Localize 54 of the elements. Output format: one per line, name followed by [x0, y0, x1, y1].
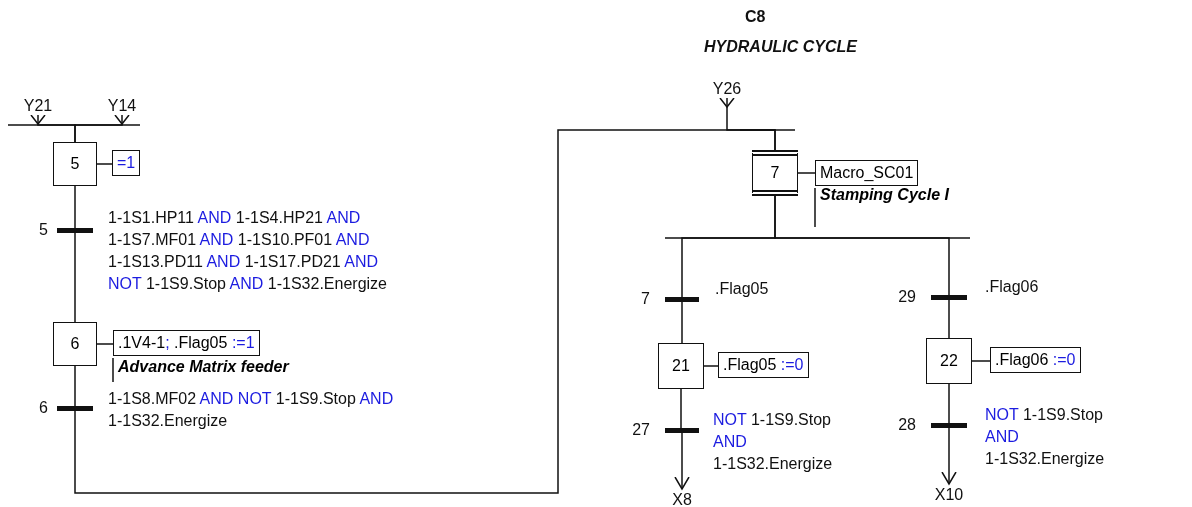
title: C8 [745, 7, 766, 27]
action-box: .Flag05 :=0 [718, 352, 809, 378]
transition-condition: .Flag05 [715, 279, 770, 299]
connector-label: X8 [662, 489, 702, 507]
transition-bar [57, 406, 93, 411]
connector-line [681, 301, 683, 344]
connector-label: X10 [929, 484, 969, 504]
transition-bar [665, 428, 699, 433]
connector-label: Y21 [18, 95, 58, 115]
connector-line [96, 163, 113, 165]
transition-number: 7 [640, 289, 650, 309]
connector-label: Y26 [707, 78, 747, 98]
connector-label: Y14 [102, 95, 142, 115]
transition-condition: .Flag06 [985, 277, 1040, 297]
transition-number: 6 [38, 398, 48, 418]
action-box: .Flag06 :=0 [990, 347, 1081, 373]
transition-bar [931, 295, 967, 300]
step-box: 6 [53, 322, 97, 366]
transition-condition: NOT 1-1S9.Stop AND 1-1S32.Energize [713, 410, 834, 474]
connector-line [948, 299, 950, 339]
transition-condition: NOT 1-1S9.Stop AND 1-1S32.Energize [985, 405, 1106, 469]
arrow [941, 427, 957, 485]
transition-condition: 1-1S1.HP11 AND 1-1S4.HP21 AND 1-1S7.MF01 AND 1-1S10.PF01 AND 1-1S13.PD11 AND 1-1S17.PD21 AND NOT 1-1S9.Stop AND 1-1S32.Energize [108, 208, 388, 294]
connector-line [74, 232, 76, 323]
connector-line [703, 365, 719, 367]
connector-line [797, 172, 816, 174]
action-box: Macro_SC01 [815, 160, 919, 186]
step-box: 5 [53, 142, 97, 186]
arrow [674, 432, 690, 490]
heading: HYDRAULIC CYCLE [704, 37, 857, 57]
comment-text: Advance Matrix feeder [118, 358, 291, 376]
transition-condition: 1-1S8.MF02 AND NOT 1-1S9.Stop AND 1-1S32.Energize [108, 389, 395, 431]
step-box: 21 [658, 343, 704, 389]
connector-line [774, 195, 950, 296]
transition-number: 27 [631, 420, 650, 440]
transition-bar [665, 297, 699, 302]
step-box: 22 [926, 338, 972, 384]
transition-number: 5 [38, 220, 48, 240]
macro-step-box: 7 [752, 150, 798, 196]
connector-line [74, 365, 76, 407]
action-box: =1 [112, 150, 141, 176]
action-box: .1V4-1; .Flag05 :=1 [113, 330, 260, 356]
transition-number: 29 [897, 287, 916, 307]
connector-line [948, 383, 950, 424]
connector-line [971, 360, 991, 362]
connector-line [96, 343, 114, 345]
connector-line [680, 388, 682, 429]
transition-number: 28 [897, 415, 916, 435]
connector-line [719, 97, 776, 151]
transition-bar [931, 423, 967, 428]
transition-bar [57, 228, 93, 233]
connector-line [74, 114, 130, 143]
comment-text: Stamping Cycle I [820, 186, 951, 204]
connector-line [74, 185, 76, 229]
